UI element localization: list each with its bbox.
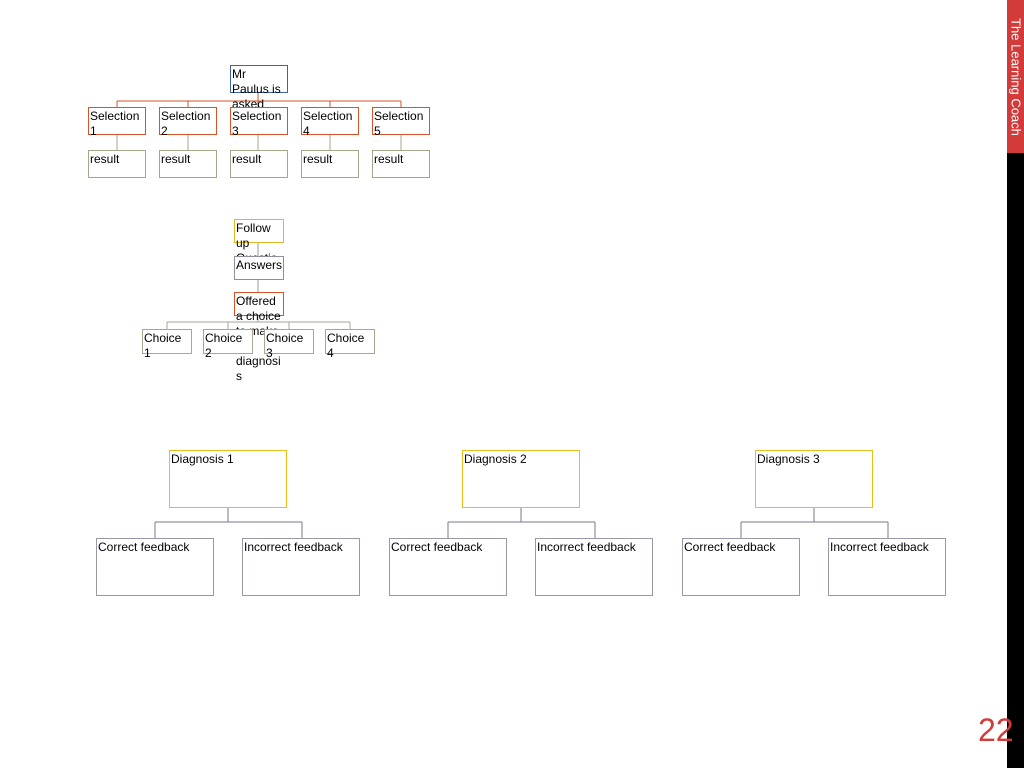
root-node[interactable]: Mr Paulus is asked questions [230,65,288,126]
correct-feedback-node-1[interactable]: Correct feedback [96,538,214,596]
selection-node-2[interactable]: Selection 2 [159,107,217,138]
correct-feedback-node-3[interactable]: Correct feedback [682,538,800,596]
selection-node-5[interactable]: Selection 5 [372,107,430,138]
incorrect-feedback-node-1[interactable]: Incorrect feedback [242,538,360,596]
sidebar-dark [1007,153,1024,768]
choice-node-3[interactable]: Choice 3 [264,329,314,360]
result-node-4[interactable]: result [301,150,359,178]
page-number: 22 [978,712,1014,748]
diagnosis-node-1[interactable]: Diagnosis 1 [169,450,287,508]
offered-choice-node[interactable]: Offered a choice to make a diagnosis [234,292,284,383]
selection-node-3[interactable]: Selection 3 [230,107,288,138]
selection-node-1[interactable]: Selection 1 [88,107,146,138]
choice-node-2[interactable]: Choice 2 [203,329,253,360]
answers-node[interactable]: Answers [234,256,284,280]
sidebar-accent [1007,0,1024,153]
result-node-1[interactable]: result [88,150,146,178]
correct-feedback-node-2[interactable]: Correct feedback [389,538,507,596]
incorrect-feedback-node-3[interactable]: Incorrect feedback [828,538,946,596]
result-node-2[interactable]: result [159,150,217,178]
selection-node-4[interactable]: Selection 4 [301,107,359,138]
follow-up-node[interactable]: Follow up Questions [234,219,284,280]
result-node-3[interactable]: result [230,150,288,178]
diagnosis-node-3[interactable]: Diagnosis 3 [755,450,873,508]
incorrect-feedback-node-2[interactable]: Incorrect feedback [535,538,653,596]
choice-node-4[interactable]: Choice 4 [325,329,375,360]
sidebar-title: The Learning Coach [1008,17,1023,136]
choice-node-1[interactable]: Choice 1 [142,329,192,360]
diagnosis-node-2[interactable]: Diagnosis 2 [462,450,580,508]
result-node-5[interactable]: result [372,150,430,178]
